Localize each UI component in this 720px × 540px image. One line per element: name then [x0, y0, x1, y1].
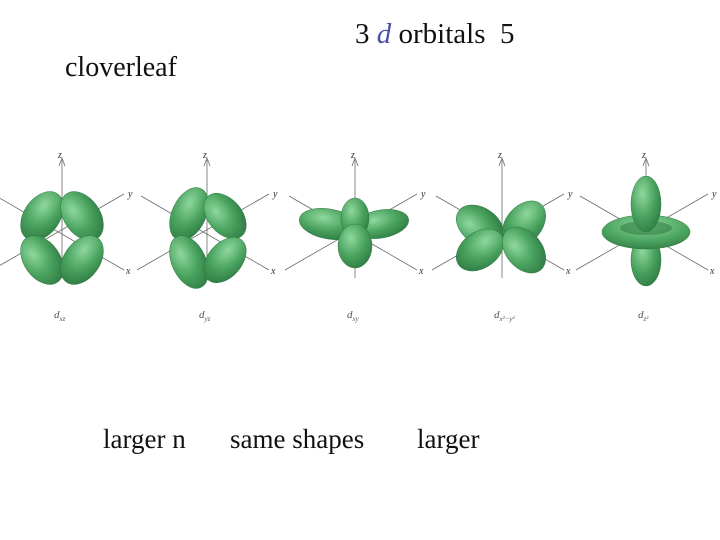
orbital-panel-2: z y x dyz: [136, 150, 278, 323]
orbital-name: d: [54, 309, 60, 321]
title-letter: d: [376, 18, 392, 50]
x-axis-label: x: [565, 266, 571, 277]
lobe-3: [20, 235, 64, 285]
orbital-label: dz²: [638, 309, 649, 323]
y-axis-label: y: [420, 189, 426, 200]
orbital-subscript: xz: [59, 315, 66, 323]
lobe-4: [502, 226, 546, 274]
orbital-subscript: x²−y²: [499, 315, 516, 323]
z-axis-label: z: [497, 150, 502, 161]
z-axis-arrow: [642, 156, 650, 167]
orbital-name: d: [199, 309, 205, 321]
lobe-upper: [630, 175, 662, 233]
orbital-panel-4: z y x dx²−y²: [431, 150, 573, 323]
x-axis: [140, 195, 270, 271]
y-axis-label: y: [711, 189, 717, 200]
z-axis-arrow: [351, 156, 359, 167]
y-axis-label: y: [127, 189, 133, 200]
orbital-subscript: xy: [352, 315, 360, 323]
x-axis-label: x: [709, 266, 715, 277]
x-axis-label: x: [125, 266, 131, 277]
z-axis-label: z: [641, 150, 646, 161]
slide-title: 3 d orbitals 5: [355, 18, 515, 51]
orbital-subscript: z²: [643, 315, 650, 323]
z-axis-arrow: [498, 156, 506, 167]
z-axis-arrow: [203, 156, 211, 167]
x-axis-label: x: [270, 266, 276, 277]
title-count: 5: [500, 18, 515, 50]
x-axis-label: x: [418, 266, 424, 277]
lobe-4: [337, 223, 373, 269]
y-axis-label: y: [272, 189, 278, 200]
z-axis-label: z: [350, 150, 355, 161]
orbital-subscript: yz: [204, 315, 211, 323]
orbital-lobes: [456, 200, 546, 274]
z-axis-arrow: [58, 156, 66, 167]
larger-text: larger: [417, 424, 480, 454]
orbital-panel-3: z y x dxy: [284, 150, 426, 323]
orbital-label: dx²−y²: [494, 309, 516, 323]
orbital-panel-1: z y x dxz: [0, 150, 133, 323]
lobe-4: [203, 237, 247, 283]
orbital-name: d: [638, 309, 644, 321]
lobe-2: [203, 193, 247, 239]
cloverleaf-label: cloverleaf: [65, 52, 177, 83]
orbital-panel-5: z y x dz²: [575, 150, 717, 323]
lobe-3: [169, 235, 209, 289]
orbital-name: d: [347, 309, 353, 321]
title-number: 3: [355, 18, 370, 50]
larger-n-text: larger n: [103, 424, 186, 454]
orbital-label: dxz: [54, 309, 66, 323]
orbital-name: d: [494, 309, 500, 321]
z-axis-label: z: [57, 150, 62, 161]
orbital-label: dxy: [347, 309, 360, 323]
orbital-lobes: [169, 187, 247, 289]
z-axis-label: z: [202, 150, 207, 161]
lobe-4: [60, 235, 104, 285]
orbital-lobes: [601, 175, 691, 287]
y-axis-label: y: [567, 189, 573, 200]
lobe-3: [456, 228, 504, 272]
orbital-lobes: [299, 197, 409, 269]
orbital-label: dyz: [199, 309, 211, 323]
same-shapes-text: same shapes: [230, 424, 365, 454]
orbital-lobes: [20, 191, 104, 285]
title-word: orbitals: [398, 18, 486, 50]
